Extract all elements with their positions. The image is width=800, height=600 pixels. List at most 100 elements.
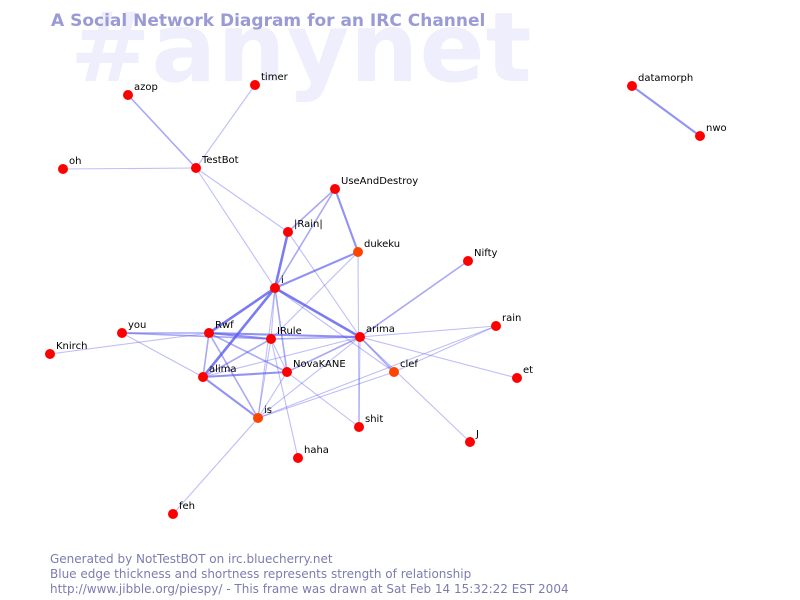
node-irule: IRule [266,326,302,344]
node-dot [191,163,201,173]
edge-arima-shit [358,336,361,428]
node-label: rain [502,313,521,324]
node-useanddestroy: UseAndDestroy [330,176,418,194]
node-datamorph: datamorph [627,73,693,91]
node-dot [695,131,705,141]
node-label: is [264,405,272,416]
node-is: is [253,405,272,423]
node-knirch: Knirch [45,341,87,359]
edge-you-IRule [121,332,272,340]
edge-UseAndDestroy-Rain [287,188,336,233]
node-dot [253,413,263,423]
node-label: dukeku [364,239,400,250]
edge-Rwf-alima [202,332,210,378]
edge-Nifty-arima [359,260,469,338]
node-dot [283,227,293,237]
node-dot [45,349,55,359]
edge-i-clef [274,287,395,373]
node-shit: shit [354,414,383,432]
node-label: TestBot [201,155,239,166]
node-rain: rain [491,313,521,331]
edge-TestBot-Rain [195,167,289,233]
edge-arima-J [359,336,471,443]
node-dot [117,328,127,338]
edge-arima-NovaKANE [286,336,361,373]
node-dot [355,332,365,342]
node-nwo: nwo [695,123,727,141]
footer-legend-note: Blue edge thickness and shortness repres… [50,567,472,581]
footer: Generated by NotTestBOT on irc.bluecherr… [50,552,569,597]
footer-url-timestamp: http://www.jibble.org/piespy/ - This fra… [50,582,569,596]
edge-alima-is [201,375,260,420]
node-timer: timer [250,72,289,90]
node-i: i [270,275,284,293]
node-dot [250,80,260,90]
node-dot [123,90,133,100]
edge-rain-clef [393,325,497,373]
edge-TestBot-i [195,167,276,289]
edge-Knirch-Rwf [49,332,210,355]
node-label: alima [209,364,237,375]
edge-arima-clef [359,336,395,373]
node-label: Nifty [474,248,498,259]
edge-IRule-alima [202,338,272,378]
edge-layer [49,84,702,515]
node-label: arima [366,324,395,335]
node-label: Rwf [215,320,234,331]
node-rain: |Rain| [283,219,323,237]
node-dot [491,321,501,331]
edge-Rain-i [273,230,290,290]
edge-i-Rwf [207,286,277,335]
edge-NovaKANE-is [257,371,288,419]
node-dot [58,164,68,174]
node-haha: haha [293,445,329,463]
node-label: J [475,429,479,440]
node-et: et [512,365,533,383]
node-dot [198,372,208,382]
node-arima: arima [355,324,395,342]
edge-dukeku-IRule [270,251,359,340]
node-label: |Rain| [294,219,323,230]
edge-arima-alima [202,336,361,378]
edge-dukeku-i [273,250,360,290]
edge-is-clef [257,371,395,419]
node-label: nwo [706,123,727,134]
node-label: haha [304,445,329,456]
edge-i-IRule [270,287,276,340]
edge-arima-rain [359,325,497,338]
node-label: UseAndDestroy [341,176,418,187]
node-dot [627,81,637,91]
node-label: IRule [277,326,302,337]
node-dot [266,334,276,344]
node-nifty: Nifty [463,248,498,266]
footer-generated-by: Generated by NotTestBOT on irc.bluecherr… [50,552,333,566]
node-alima: alima [198,364,237,382]
edge-i-alima [201,286,277,379]
node-dot [353,247,363,257]
node-label: NovaKANE [293,359,346,370]
node-azop: azop [123,82,158,100]
node-dukeku: dukeku [353,239,400,257]
edge-NovaKANE-shit [286,371,360,428]
node-label: datamorph [638,73,693,84]
node-dot [204,328,214,338]
edge-is-feh [172,417,259,515]
edge-UseAndDestroy-i [274,188,336,289]
page-title: A Social Network Diagram for an IRC Chan… [51,11,486,31]
node-dot [293,453,303,463]
node-label: clef [400,359,418,370]
edge-azop-TestBot [127,94,197,169]
node-dot [465,437,475,447]
edge-Rwf-arima [207,331,362,339]
edge-oh-TestBot [62,167,197,170]
node-dot [389,367,399,377]
edge-datamorph-nwo [630,84,702,138]
node-feh: feh [168,501,195,519]
node-label: feh [179,501,195,512]
edge-IRule-is [257,338,272,419]
edge-arima-is [257,336,361,419]
node-label: et [523,365,533,376]
edge-IRule-haha [270,338,299,459]
edge-IRule-NovaKANE [270,338,288,373]
node-dot [463,256,473,266]
